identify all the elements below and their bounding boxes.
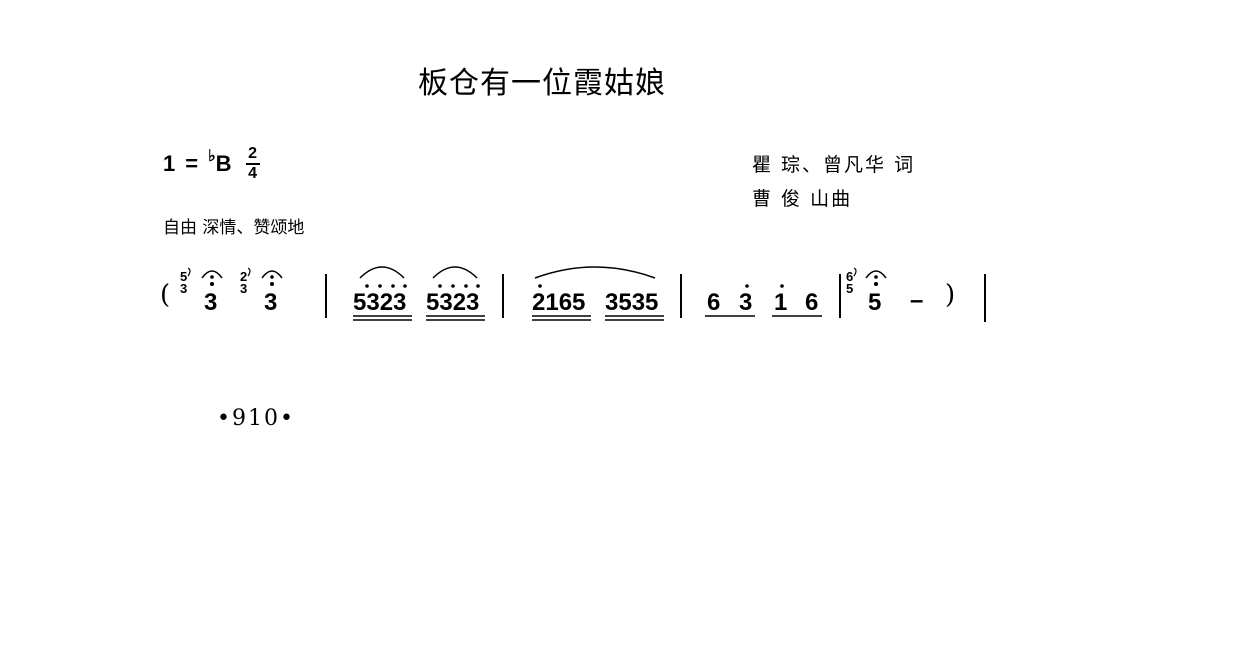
measure-1: 5 3 3 2 3 3 (180, 267, 283, 316)
key-equals: = (185, 151, 199, 176)
note-group: 5323 (426, 289, 479, 316)
dot (365, 284, 369, 288)
slur (534, 266, 656, 279)
high-octave-dot (874, 282, 878, 286)
dot (538, 284, 542, 288)
slur (359, 266, 405, 279)
paren-close: ) (945, 280, 955, 310)
note: 6 (805, 289, 818, 316)
measure-2: 5323 5323 (353, 266, 485, 321)
composer-credit: 曹 俊 山曲 (752, 188, 853, 210)
note: 3 (204, 289, 217, 316)
grace-note: 2 (240, 269, 247, 284)
fermata-dot (874, 275, 878, 279)
dash: – (910, 287, 923, 314)
grace-slur (853, 267, 857, 277)
page-number: •910• (217, 406, 295, 431)
dot (403, 284, 407, 288)
fermata (201, 270, 223, 279)
key-flat: ♭ (208, 148, 216, 165)
fermata (261, 270, 283, 279)
note: 5 (868, 289, 881, 316)
grace-slur (247, 267, 251, 277)
measure-5: 6 5 5 – (846, 267, 923, 316)
note-group: 5323 (353, 289, 406, 316)
grace-note: 6 (846, 269, 853, 284)
high-octave-dot (270, 282, 274, 286)
measure-3: 2165 3535 (532, 266, 664, 321)
fermata (865, 270, 887, 279)
time-top: 2 (248, 145, 257, 162)
fermata-dot (270, 275, 274, 279)
dot (745, 284, 749, 288)
key-signature: 1 = ♭ B 2 4 (163, 146, 260, 182)
high-octave-dot (210, 282, 214, 286)
dot (451, 284, 455, 288)
key-one: 1 (163, 151, 176, 176)
grace-note: 3 (180, 281, 187, 296)
note: 3 (739, 289, 752, 316)
lyricist-credit: 瞿 琮、曾凡华 词 (752, 154, 916, 176)
grace-note: 5 (180, 269, 187, 284)
slur (432, 266, 478, 279)
paren-open: ( (160, 280, 170, 310)
dot (391, 284, 395, 288)
time-bar (245, 163, 260, 165)
song-title: 板仓有一位霞姑娘 (418, 66, 666, 101)
grace-slur (187, 267, 191, 277)
note: 3 (264, 289, 277, 316)
key-note: B (215, 151, 232, 176)
time-signature: 2 4 (245, 145, 260, 182)
tempo-marking: 自由 深情、赞颂地 (163, 218, 305, 238)
dot (438, 284, 442, 288)
dot (780, 284, 784, 288)
note-group: 2165 (532, 289, 585, 316)
note-group: 3535 (605, 289, 658, 316)
note: 1 (774, 289, 787, 316)
dot (464, 284, 468, 288)
dot (378, 284, 382, 288)
grace-note: 5 (846, 281, 853, 296)
note: 6 (707, 289, 720, 316)
grace-note: 3 (240, 281, 247, 296)
measure-4: 6 3 1 6 (705, 284, 822, 317)
dot (476, 284, 480, 288)
time-bottom: 4 (248, 165, 257, 182)
fermata-dot (210, 275, 214, 279)
